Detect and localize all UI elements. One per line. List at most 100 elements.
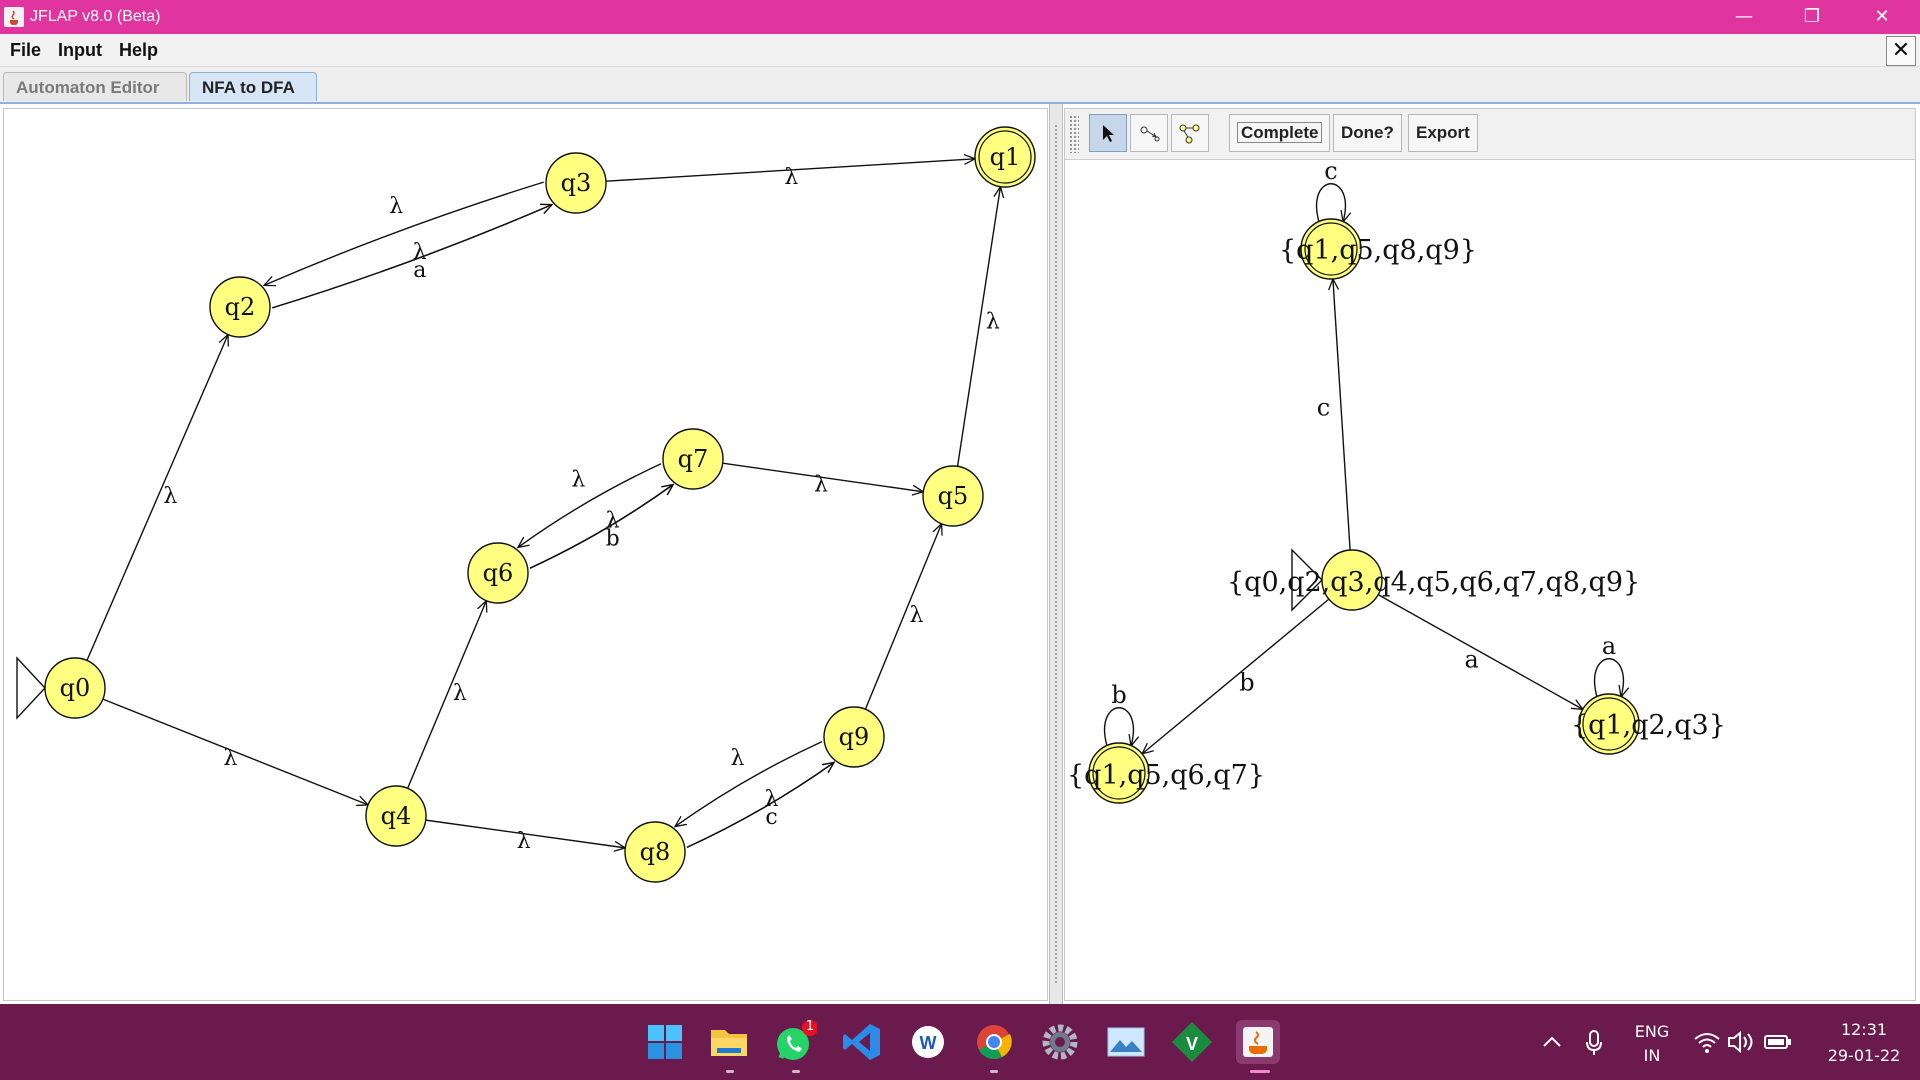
clock-date[interactable]: 29-01-22 bbox=[1827, 1046, 1901, 1065]
chrome-running-indicator bbox=[990, 1070, 998, 1073]
window-title: JFLAP v8.0 (Beta) bbox=[30, 8, 161, 25]
nfa-transition-q7-q5[interactable] bbox=[722, 462, 924, 492]
nfa-state-q0[interactable]: q0 bbox=[44, 657, 106, 719]
nfa-transition-q3-q2[interactable] bbox=[264, 181, 544, 285]
nfa-transition-q8-q9[interactable] bbox=[686, 762, 834, 849]
wifi-icon[interactable] bbox=[1692, 1028, 1722, 1056]
nfa-state-q6[interactable]: q6 bbox=[467, 542, 529, 604]
dfa-transition[interactable] bbox=[1142, 598, 1330, 754]
clock-time[interactable]: 12:31 bbox=[1840, 1020, 1888, 1039]
whatsapp-badge: 1 bbox=[805, 1019, 815, 1034]
file-explorer-icon[interactable] bbox=[707, 1020, 751, 1064]
dfa-transition-label: a bbox=[1602, 632, 1616, 660]
nfa-state-label: q5 bbox=[938, 482, 969, 510]
done-button[interactable]: Done? bbox=[1333, 114, 1402, 152]
tab-nfa-to-dfa[interactable]: NFA to DFA bbox=[189, 72, 317, 101]
dfa-transition[interactable] bbox=[1333, 279, 1351, 551]
nfa-state-q7[interactable]: q7 bbox=[662, 428, 724, 490]
language-indicator[interactable]: ENG bbox=[1634, 1022, 1670, 1041]
close-tab-button[interactable]: ✕ bbox=[1886, 36, 1916, 66]
nfa-transition-q5-q1[interactable] bbox=[956, 187, 1001, 467]
split-pane-divider[interactable] bbox=[1049, 104, 1063, 1004]
volume-icon[interactable] bbox=[1726, 1028, 1756, 1056]
whatsapp-running-indicator bbox=[792, 1070, 800, 1073]
nfa-transition-label: c bbox=[765, 805, 777, 830]
nfa-state-q5[interactable]: q5 bbox=[922, 465, 984, 527]
nfa-transition-q9-q8[interactable] bbox=[675, 740, 823, 827]
nfa-transition-q0-q4[interactable] bbox=[102, 698, 368, 805]
dfa-transition-label: c bbox=[1324, 157, 1337, 185]
nfa-state-q8[interactable]: q8 bbox=[624, 821, 686, 883]
svg-text:W: W bbox=[920, 1033, 937, 1053]
dfa-transition-label: b bbox=[1239, 668, 1254, 696]
photos-icon[interactable] bbox=[1104, 1020, 1148, 1064]
battery-icon[interactable] bbox=[1763, 1028, 1793, 1056]
svg-text:V: V bbox=[1186, 1034, 1198, 1054]
nfa-transition-q7-q6[interactable] bbox=[518, 463, 662, 548]
expand-state-tool[interactable] bbox=[1130, 114, 1168, 152]
nfa-transition-q6-q7[interactable] bbox=[529, 485, 673, 569]
nfa-state-q4[interactable]: q4 bbox=[365, 785, 427, 847]
nfa-state-label: q0 bbox=[60, 674, 91, 702]
chrome-icon[interactable] bbox=[972, 1020, 1016, 1064]
nfa-transition-label: a bbox=[413, 258, 426, 283]
dfa-state-label: {q1,q5,q8,q9} bbox=[1279, 235, 1477, 266]
dfa-self-loop[interactable] bbox=[1104, 707, 1134, 746]
tab-automaton-editor[interactable]: Automaton Editor bbox=[3, 72, 187, 101]
minimize-button[interactable]: — bbox=[1735, 6, 1753, 27]
taskbar: 1 W V ENG IN 12:31 29-01-22 bbox=[0, 1004, 1920, 1080]
start-icon[interactable] bbox=[643, 1020, 687, 1064]
microphone-icon[interactable] bbox=[1582, 1024, 1606, 1060]
vim-icon[interactable]: V bbox=[1170, 1020, 1214, 1064]
dfa-state-q1-q2-q3[interactable]: {q1,q2,q3} bbox=[1571, 693, 1726, 755]
nfa-transition-label: λ bbox=[986, 310, 1000, 335]
nfa-transition-q4-q8[interactable] bbox=[425, 819, 626, 848]
vscode-icon[interactable] bbox=[840, 1020, 884, 1064]
nfa-state-q9[interactable]: q9 bbox=[823, 706, 885, 768]
complete-button[interactable]: Complete bbox=[1229, 114, 1331, 152]
nfa-transition-q0-q2[interactable] bbox=[86, 335, 228, 661]
menu-input[interactable]: Input bbox=[58, 40, 102, 60]
nfa-state-q1[interactable]: q1 bbox=[974, 126, 1036, 188]
nfa-transition-q6-q7[interactable] bbox=[529, 485, 673, 569]
nfa-state-label: q1 bbox=[990, 143, 1021, 171]
menu-file[interactable]: File bbox=[10, 40, 42, 60]
nfa-state-label: q9 bbox=[839, 723, 870, 751]
nfa-transition-q2-q3[interactable] bbox=[272, 205, 552, 309]
whatsapp-icon[interactable]: 1 bbox=[773, 1019, 818, 1064]
nfa-state-q3[interactable]: q3 bbox=[545, 152, 607, 214]
dfa-state-q0-q2-q3-q4-q5-q6-q7-q8-q9[interactable]: {q0,q2,q3,q4,q5,q6,q7,q8,q9} bbox=[1227, 548, 1640, 612]
chevron-up-icon[interactable] bbox=[1540, 1024, 1564, 1060]
region-indicator[interactable]: IN bbox=[1643, 1046, 1661, 1065]
nfa-state-label: q3 bbox=[561, 169, 592, 197]
state-expander-tool[interactable] bbox=[1171, 114, 1209, 152]
dfa-state-label: {q0,q2,q3,q4,q5,q6,q7,q8,q9} bbox=[1227, 567, 1640, 598]
nfa-transition-q4-q6[interactable] bbox=[406, 601, 487, 789]
nfa-transition-label: λ bbox=[731, 746, 745, 771]
nfa-transition-q9-q5[interactable] bbox=[864, 524, 941, 710]
nfa-transition-q8-q9[interactable] bbox=[686, 762, 834, 849]
nfa-transition-label: λ bbox=[163, 484, 177, 509]
dfa-transition[interactable] bbox=[1377, 594, 1583, 710]
restore-button[interactable]: ❐ bbox=[1803, 6, 1821, 27]
export-button[interactable]: Export bbox=[1408, 114, 1478, 152]
menu-help[interactable]: Help bbox=[119, 40, 159, 60]
dfa-self-loop[interactable] bbox=[1594, 658, 1624, 697]
nfa-transition-label: λ bbox=[517, 829, 531, 854]
toolbar-grip[interactable] bbox=[1069, 115, 1079, 153]
dfa-self-loop[interactable] bbox=[1316, 183, 1346, 222]
dfa-state-q1-q5-q6-q7[interactable]: {q1,q5,q6,q7} bbox=[1067, 742, 1265, 804]
nfa-transition-q3-q1[interactable] bbox=[605, 159, 975, 182]
dfa-state-q1-q5-q8-q9[interactable]: {q1,q5,q8,q9} bbox=[1279, 218, 1477, 280]
java-icon[interactable] bbox=[1236, 1020, 1280, 1064]
settings-icon[interactable] bbox=[1038, 1020, 1082, 1064]
nfa-state-q2[interactable]: q2 bbox=[209, 276, 271, 338]
attribute-editor-tool[interactable] bbox=[1089, 114, 1127, 152]
close-window-button[interactable]: ✕ bbox=[1874, 6, 1890, 27]
word-icon[interactable]: W bbox=[906, 1020, 950, 1064]
dfa-state-label: {q1,q5,q6,q7} bbox=[1067, 760, 1265, 791]
